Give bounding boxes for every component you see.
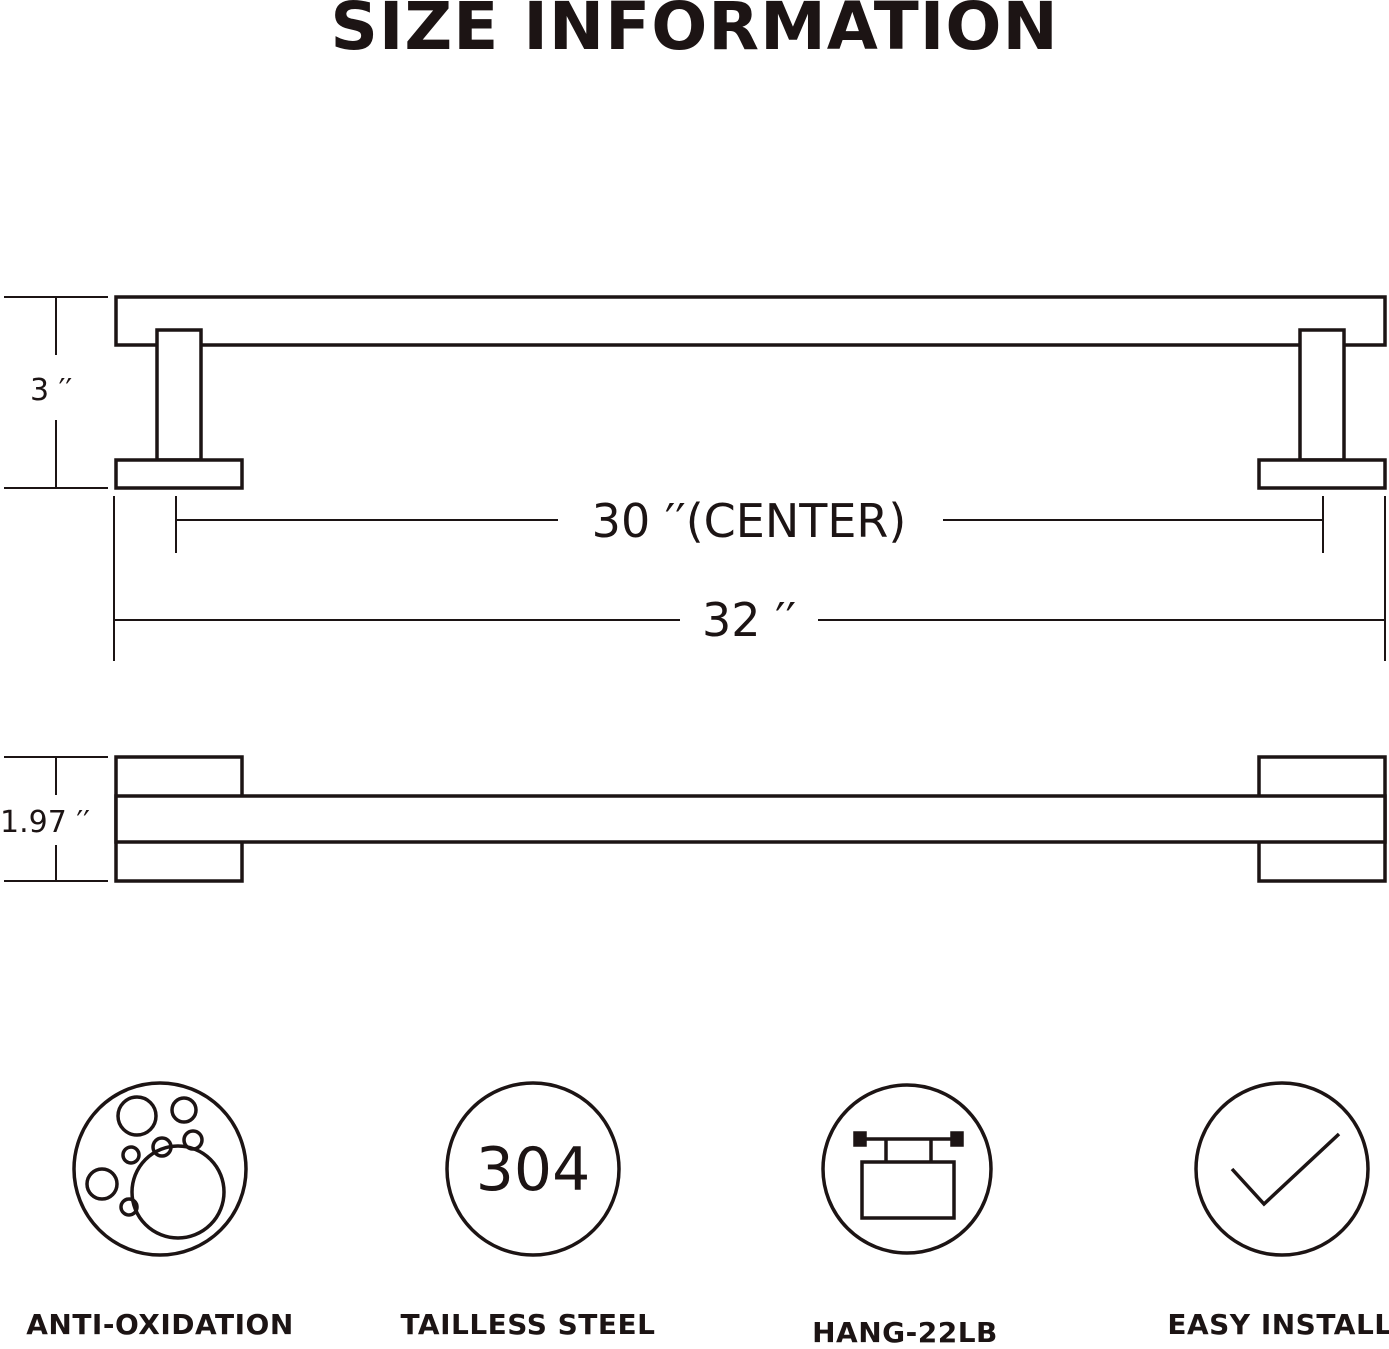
- page-title: SIZE INFORMATION: [330, 0, 1059, 65]
- top-bar: [114, 794, 1387, 844]
- front-view: [114, 295, 1387, 490]
- 304-badge-icon: [445, 1081, 621, 1257]
- height-label: 3 ′′: [30, 373, 72, 408]
- feature-label-tailless-steel: TAILLESS STEEL: [400, 1308, 656, 1341]
- left-post: [155, 328, 203, 462]
- height-dimension: [4, 296, 108, 489]
- badge-304-text: 304: [476, 1135, 591, 1205]
- center-label: 30 ′′(CENTER): [592, 494, 907, 548]
- right-post: [1298, 328, 1346, 462]
- center-dimension: [175, 496, 1324, 553]
- feature-label-easy-install: EASY INSTALL: [1167, 1308, 1389, 1341]
- feature-label-hang-22lb: HANG-22LB: [812, 1316, 998, 1349]
- depth-label: 1.97 ′′: [0, 805, 90, 840]
- bubbles-icon: [72, 1081, 248, 1257]
- top-view: [114, 755, 1387, 883]
- depth-dimension: [4, 756, 108, 882]
- length-label: 32 ′′: [702, 593, 796, 647]
- hanging-weight-icon: [821, 1083, 993, 1255]
- checkmark-icon: [1194, 1081, 1370, 1257]
- feature-label-anti-oxidation: ANTI-OXIDATION: [26, 1308, 294, 1341]
- right-base: [1257, 458, 1387, 490]
- length-dimension: [113, 496, 1386, 661]
- left-base: [114, 458, 244, 490]
- front-bar: [114, 295, 1387, 347]
